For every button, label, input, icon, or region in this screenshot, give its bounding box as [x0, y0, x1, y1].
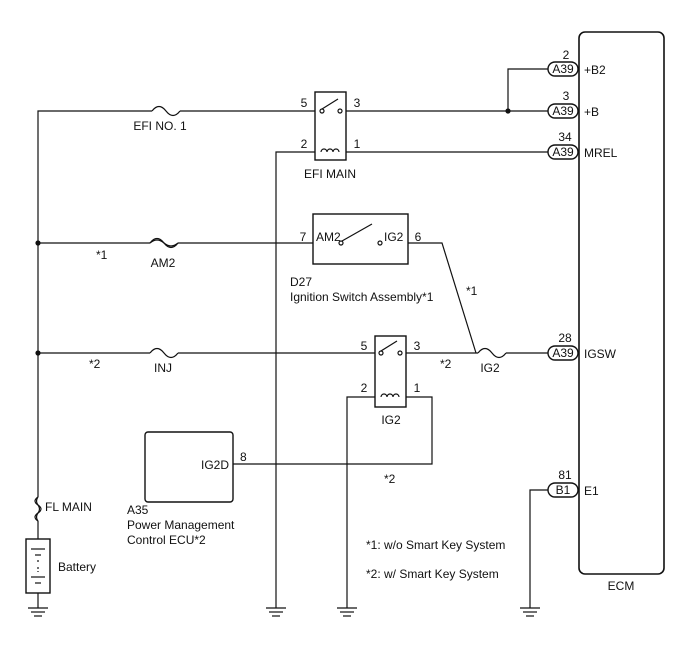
- mark-ig2-relay-wire: *2: [440, 357, 452, 371]
- wire-e1-ground: [529, 489, 548, 608]
- pm-ecu-box: [144, 431, 234, 503]
- wire-ig2d: [233, 396, 433, 465]
- battery-box: [25, 538, 51, 594]
- relay-ig2-pin1: 1: [414, 381, 421, 395]
- ecm-pin-plus-b: A39 3 +B: [547, 89, 599, 119]
- relay-efi-main-pin3: 3: [354, 96, 361, 110]
- junction-inj: [35, 350, 41, 356]
- svg-text:A39: A39: [552, 62, 574, 76]
- svg-text:A39: A39: [552, 346, 574, 360]
- svg-text:+B2: +B2: [584, 63, 606, 77]
- pm-ecu-name-line1: Power Management: [127, 518, 235, 532]
- ecm-pin-e1: B1 81 E1: [547, 468, 599, 498]
- mark-ig2d-wire: *2: [384, 472, 396, 486]
- fuse-ig2-symbol: [477, 347, 507, 359]
- relay-ig2-label: IG2: [381, 413, 401, 427]
- battery-cells-icon: [31, 548, 45, 584]
- svg-text:A39: A39: [552, 145, 574, 159]
- fuse-inj-label: INJ: [154, 361, 172, 375]
- mark-ig-switch-wire: *1: [466, 284, 478, 298]
- fuse-ig2-label: IG2: [480, 361, 500, 375]
- ecm-pin-plus-b2: A39 2 +B2: [547, 48, 606, 77]
- relay-efi-main-contact: [319, 98, 343, 114]
- svg-text:81: 81: [558, 468, 572, 482]
- battery-label: Battery: [58, 560, 96, 574]
- svg-text:B1: B1: [556, 483, 571, 497]
- pm-ecu-pin-num: 8: [240, 450, 247, 464]
- ignition-switch-box: [312, 213, 409, 265]
- svg-text:28: 28: [558, 331, 572, 345]
- relay-ig2-box: [374, 335, 407, 408]
- pm-ecu-pin-name: IG2D: [201, 458, 229, 472]
- ecm-label: ECM: [608, 579, 635, 593]
- ignition-switch-pin6: 6: [415, 230, 422, 244]
- relay-efi-main-box: [314, 91, 347, 161]
- relay-ig2-pin2: 2: [361, 381, 368, 395]
- svg-text:3: 3: [563, 89, 570, 103]
- ground-ecm-icon: [520, 607, 540, 617]
- mark-am2-line: *1: [96, 248, 108, 262]
- ecm-pin-mrel: A39 34 MREL: [547, 130, 618, 160]
- ground-battery-icon: [28, 607, 48, 617]
- note-2: *2: w/ Smart Key System: [366, 567, 499, 581]
- relay-efi-main-pin5: 5: [301, 96, 308, 110]
- relay-ig2-coil: [380, 393, 400, 398]
- ignition-switch-am2-label: AM2: [316, 230, 341, 244]
- wire-efi-main-ground: [275, 151, 315, 608]
- ignition-switch-id: D27: [290, 275, 312, 289]
- junction-plus-b: [505, 108, 511, 114]
- relay-efi-main-pin1: 1: [354, 137, 361, 151]
- relay-efi-main-coil: [320, 148, 340, 153]
- fuse-fl-main-symbol: [34, 496, 42, 522]
- svg-text:2: 2: [563, 48, 570, 62]
- junction-am2: [35, 240, 41, 246]
- ignition-switch-name: Ignition Switch Assembly*1: [290, 290, 434, 304]
- relay-efi-main-pin2: 2: [301, 137, 308, 151]
- ground-ig2-icon: [337, 607, 357, 617]
- ignition-switch-contact: [338, 223, 383, 246]
- fuse-am2-label: AM2: [151, 256, 176, 270]
- fuse-efi-no1-label: EFI NO. 1: [133, 119, 187, 133]
- ignition-switch-pin7: 7: [300, 230, 307, 244]
- svg-text:A39: A39: [552, 104, 574, 118]
- fuse-efi-no1-symbol: [151, 105, 181, 117]
- ecm-pin-igsw: A39 28 IGSW: [547, 331, 617, 361]
- ignition-switch-ig2-label: IG2: [384, 230, 404, 244]
- ecm-box: [578, 31, 665, 575]
- relay-ig2-contact: [378, 340, 403, 356]
- relay-ig2-pin3: 3: [414, 339, 421, 353]
- wire-ig-switch-igsw: [408, 242, 477, 354]
- svg-text:IGSW: IGSW: [584, 347, 617, 361]
- mark-inj-line: *2: [89, 357, 101, 371]
- relay-efi-main-label: EFI MAIN: [304, 167, 356, 181]
- fuse-fl-main-label: FL MAIN: [45, 500, 92, 514]
- svg-text:+B: +B: [584, 105, 599, 119]
- wire-plus-b2: [507, 68, 548, 111]
- pm-ecu-name-line2: Control ECU*2: [127, 533, 206, 547]
- svg-text:E1: E1: [584, 484, 599, 498]
- fuse-inj-symbol: [149, 347, 179, 359]
- note-1: *1: w/o Smart Key System: [366, 538, 505, 552]
- relay-ig2-pin5: 5: [361, 339, 368, 353]
- svg-text:MREL: MREL: [584, 146, 618, 160]
- wire-ig2-ground: [346, 396, 375, 608]
- pm-ecu-id: A35: [127, 503, 149, 517]
- svg-text:34: 34: [558, 130, 572, 144]
- ground-efi-main-icon: [266, 607, 286, 617]
